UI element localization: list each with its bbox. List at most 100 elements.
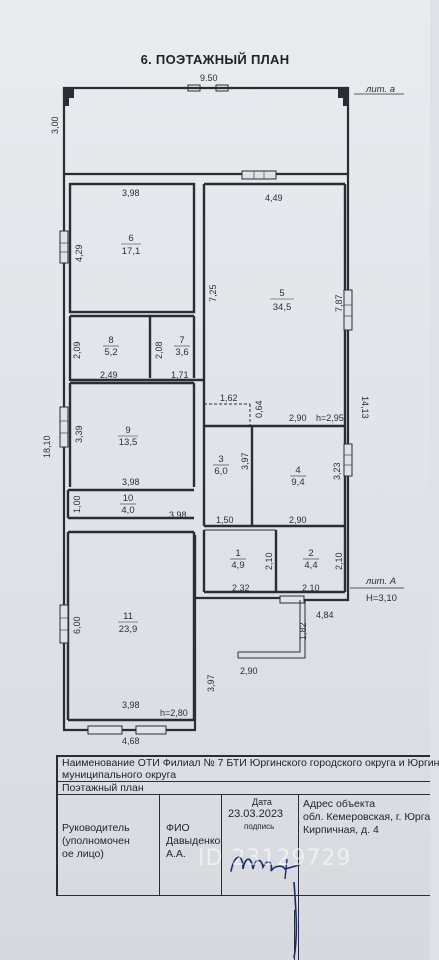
svg-text:4,9: 4,9 (231, 560, 244, 571)
address-label: Адрес объекта (303, 798, 376, 810)
dim-room11-height: h=2,80 (160, 708, 188, 718)
svg-text:7: 7 (179, 335, 184, 346)
svg-text:5: 5 (279, 288, 284, 299)
room-7-label: 7 3,6 (174, 335, 190, 358)
dim-total-depth-left: 18,10 (42, 435, 52, 458)
dim-top-width: 9.50 (200, 73, 218, 83)
dim-room4-width-top: 2,90 (289, 413, 307, 423)
dim-room2-depth: 2,10 (334, 552, 344, 570)
fio-initials: А.А. (166, 848, 186, 860)
address-line2: Кирпичная, д. 4 (303, 824, 379, 836)
title-block: Наименование ОТИ Филиал № 7 БТИ Юргинско… (56, 755, 439, 960)
head-label-l1: Руководитель (62, 822, 130, 834)
dim-room2-width: 2,10 (302, 583, 320, 593)
dim-room8-depth: 2,09 (72, 341, 82, 359)
doc-type: Поэтажный план (62, 782, 144, 794)
svg-text:2: 2 (308, 548, 313, 559)
handwritten-signature (230, 856, 300, 880)
room-1-label: 1 4,9 (230, 548, 246, 571)
room-10-label: 10 4,0 (120, 493, 136, 516)
litera-labels: лит. а лит. А H=3,10 (350, 84, 404, 604)
signature-label: подпись (244, 822, 275, 831)
dim-porch-depth: 1,82 (298, 622, 308, 640)
dim-room1-width-top: 1,50 (216, 515, 234, 525)
svg-text:9,4: 9,4 (291, 477, 304, 488)
head-label-l3: ое лицо) (62, 848, 104, 860)
fio-label: ФИО (166, 822, 190, 834)
svg-text:6: 6 (128, 233, 133, 244)
document-page (0, 0, 430, 960)
dim-room11-width: 3,98 (122, 700, 140, 710)
dim-total-depth-right: 14,13 (360, 396, 370, 419)
watermark: ID 23129729 (198, 846, 352, 871)
dim-room1-depth: 2,10 (264, 552, 274, 570)
dim-room5-width: 4,49 (265, 193, 283, 203)
org-name-line2: муниципального округа (62, 769, 177, 781)
svg-text:4: 4 (295, 465, 300, 476)
page-title: 6. ПОЭТАЖНЫЙ ПЛАН (140, 52, 290, 67)
dim-room10-depth: 1,00 (72, 495, 82, 513)
room-11-label: 11 23,9 (118, 611, 138, 635)
litera-a-label: лит. а (365, 84, 395, 95)
dim-room5-depth-right: 7,87 (334, 294, 344, 312)
svg-text:1: 1 (235, 548, 240, 559)
svg-text:11: 11 (123, 611, 133, 622)
veranda-openings (187, 84, 229, 92)
ceiling-height-label: H=3,10 (366, 593, 397, 604)
head-label-l2: (уполномочен (62, 835, 130, 847)
room-6-label: 6 17,1 (121, 233, 141, 257)
dim-room4-height: h=2,95 (316, 413, 344, 423)
svg-text:4,0: 4,0 (121, 505, 134, 516)
room-3-label: 3 6,0 (213, 454, 229, 477)
room-4-label: 4 9,4 (290, 465, 306, 488)
date-label: Дата (252, 797, 272, 807)
svg-text:34,5: 34,5 (273, 302, 292, 313)
veranda-posts (64, 88, 348, 106)
dim-porch-side: 3,97 (206, 674, 216, 692)
windows (59, 170, 353, 735)
dim-room7-width: 1,71 (171, 370, 189, 380)
dim-room4-width-bottom: 2,90 (289, 515, 307, 525)
inner-walls (66, 182, 347, 722)
svg-text:3,6: 3,6 (175, 347, 188, 358)
svg-text:8: 8 (108, 335, 113, 346)
dim-room1-width: 2,32 (232, 583, 250, 593)
dim-hall-offset: 0,64 (254, 400, 264, 418)
floor-plan: 9.50 3,00 3,98 4,49 4,29 7,25 7,87 2,09 … (42, 73, 404, 746)
dim-room4-depth: 3,23 (332, 462, 342, 480)
dim-room6-depth: 4,29 (74, 244, 84, 262)
dim-porch-width: 4,84 (316, 610, 334, 620)
svg-text:10: 10 (123, 493, 134, 504)
room-9-label: 9 13,5 (118, 425, 138, 448)
dim-room8-depth-2: 2,08 (154, 341, 164, 359)
org-name-line1: Наименование ОТИ Филиал № 7 БТИ Юргинско… (62, 757, 439, 769)
room-2-label: 2 4,4 (303, 548, 319, 571)
date-value: 23.03.2023 (228, 808, 284, 820)
litera-A-label: лит. А (365, 576, 396, 587)
room-8-label: 8 5,2 (103, 335, 119, 358)
dim-room3-depth: 3,97 (240, 452, 250, 470)
dim-room9-depth: 3,39 (74, 425, 84, 443)
dim-room5-depth-left: 7,25 (208, 284, 218, 302)
dim-room9-width: 3,98 (122, 477, 140, 487)
room-labels: 6 17,1 5 34,5 8 5,2 7 3,6 9 13,5 3 6,0 (103, 233, 319, 635)
window-glazing (60, 171, 352, 631)
porch (237, 600, 306, 659)
dim-veranda-depth: 3,00 (50, 116, 60, 134)
svg-text:5,2: 5,2 (104, 347, 117, 358)
dim-room10-width: 3,98 (169, 510, 187, 520)
partitions (204, 403, 276, 531)
dim-bottom-width: 4,68 (122, 736, 140, 746)
dimension-labels: 9.50 3,00 3,98 4,49 4,29 7,25 7,87 2,09 … (42, 73, 370, 746)
svg-text:23,9: 23,9 (119, 624, 138, 635)
svg-text:3: 3 (218, 454, 223, 465)
dim-room8-width: 2,49 (100, 370, 118, 380)
svg-text:9: 9 (125, 425, 130, 436)
svg-text:17,1: 17,1 (122, 246, 141, 257)
room-5-label: 5 34,5 (270, 288, 294, 313)
svg-text:4,4: 4,4 (304, 560, 317, 571)
svg-text:6,0: 6,0 (214, 466, 227, 477)
dim-porch-length: 2,90 (240, 666, 258, 676)
svg-text:13,5: 13,5 (119, 437, 138, 448)
dim-room11-depth: 6,00 (72, 616, 82, 634)
